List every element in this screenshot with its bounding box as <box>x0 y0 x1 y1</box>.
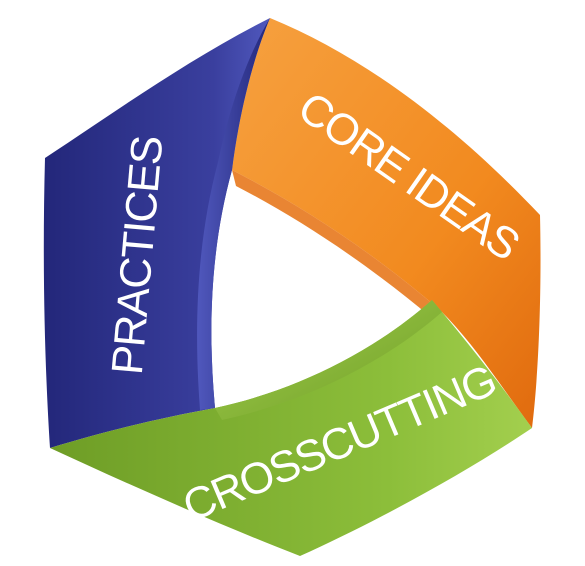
crosscutting-band <box>50 300 532 556</box>
core-ideas-band-inner-edge <box>232 170 440 318</box>
practices-band <box>43 18 270 448</box>
practices-band-face <box>43 18 270 448</box>
crosscutting-band-inner-edge <box>215 300 442 420</box>
crosscutting-band-face <box>50 300 532 556</box>
core-ideas-band-face <box>232 18 541 428</box>
practices-band-inner-edge <box>197 18 270 410</box>
core-ideas-band <box>232 18 541 428</box>
